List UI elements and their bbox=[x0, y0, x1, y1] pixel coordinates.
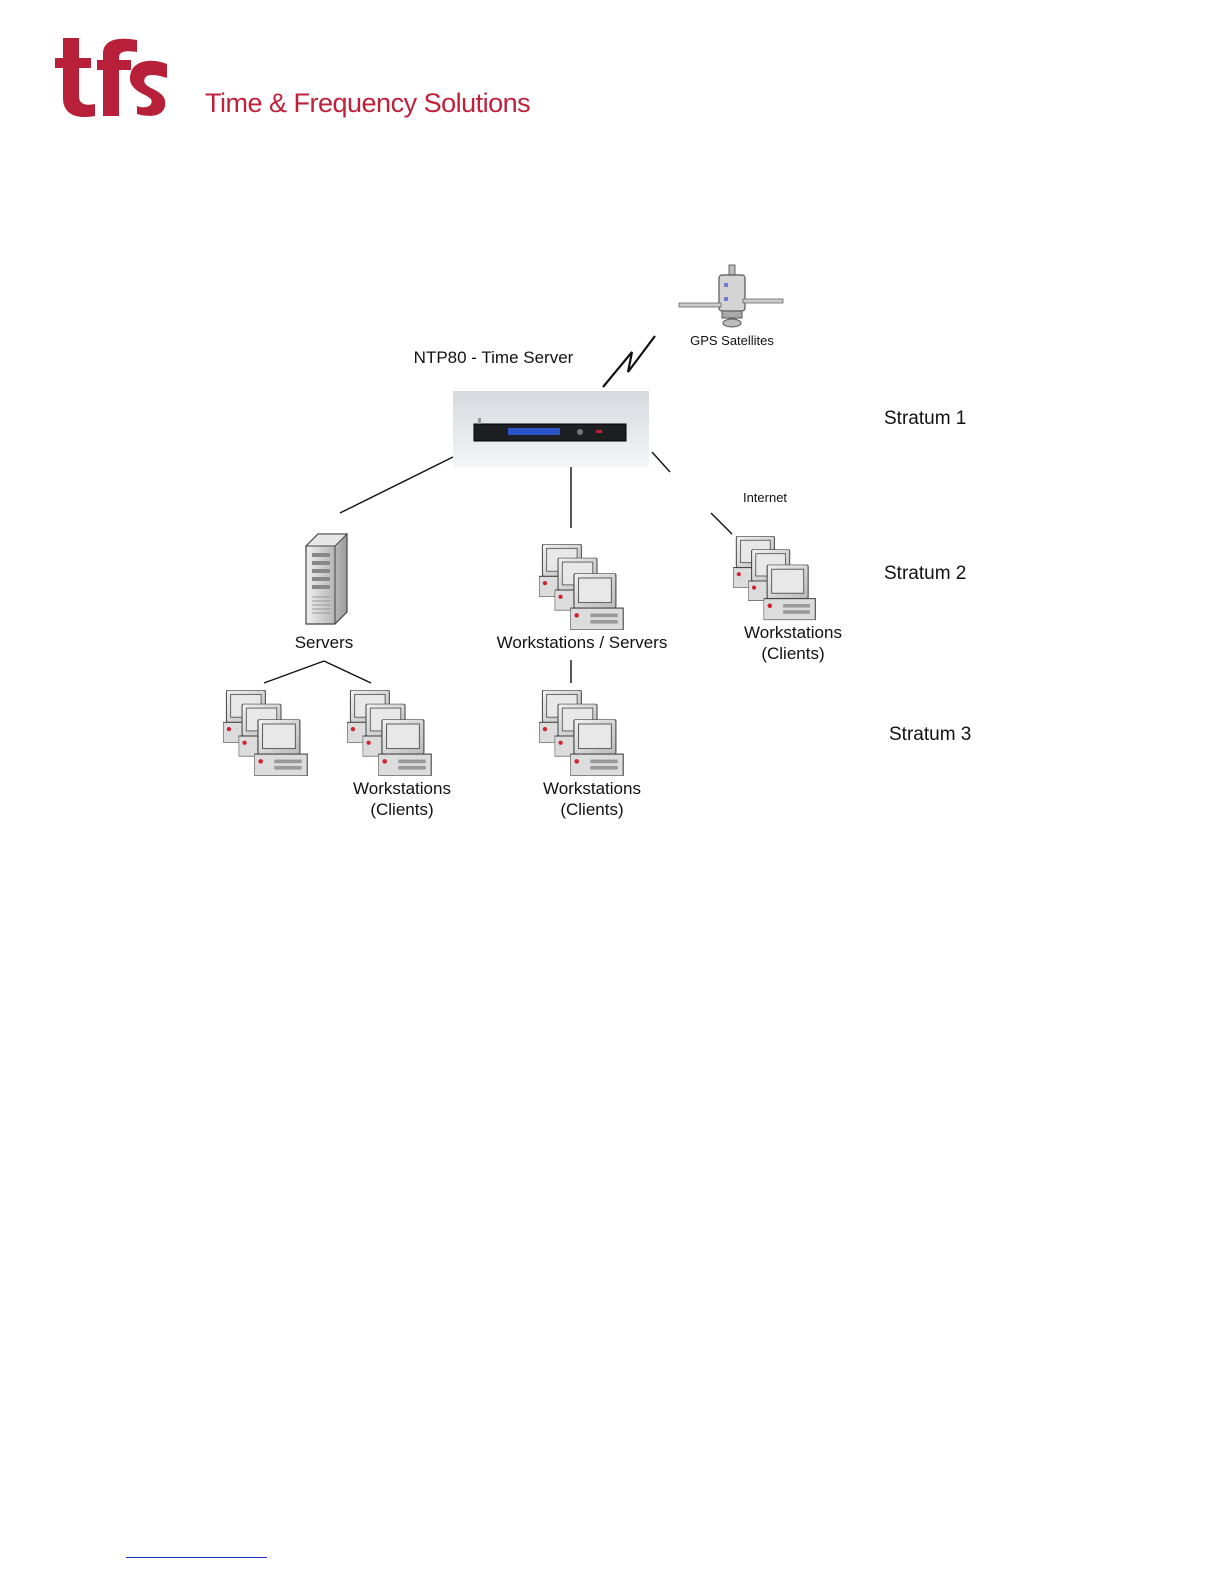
workstations-clients-center-label: Workstations (Clients) bbox=[532, 778, 652, 820]
internet-label: Internet bbox=[732, 487, 798, 508]
workstation-group-icon bbox=[539, 544, 623, 630]
stratum-3-label: Stratum 3 bbox=[889, 724, 971, 745]
stratum-1-label: Stratum 1 bbox=[884, 408, 966, 429]
footer-rule bbox=[126, 1557, 267, 1558]
workstation-group-icon bbox=[347, 690, 431, 776]
workstation-group-icon bbox=[733, 536, 815, 620]
tower-server-icon bbox=[306, 534, 347, 624]
workstation-group-icon bbox=[223, 690, 307, 776]
workstations-servers-label: Workstations / Servers bbox=[484, 632, 680, 653]
satellite-icon bbox=[679, 265, 783, 327]
rack-server-icon bbox=[453, 391, 649, 467]
workstation-group-icon bbox=[539, 690, 623, 776]
stratum-2-label: Stratum 2 bbox=[884, 563, 966, 584]
servers-label: Servers bbox=[274, 632, 374, 653]
lightning-icon bbox=[603, 336, 655, 387]
time-server-label: NTP80 - Time Server bbox=[400, 347, 587, 368]
workstations-clients-left-label: Workstations (Clients) bbox=[342, 778, 462, 820]
workstations-clients-right-label: Workstations (Clients) bbox=[733, 622, 853, 664]
gps-label: GPS Satellites bbox=[680, 330, 784, 351]
